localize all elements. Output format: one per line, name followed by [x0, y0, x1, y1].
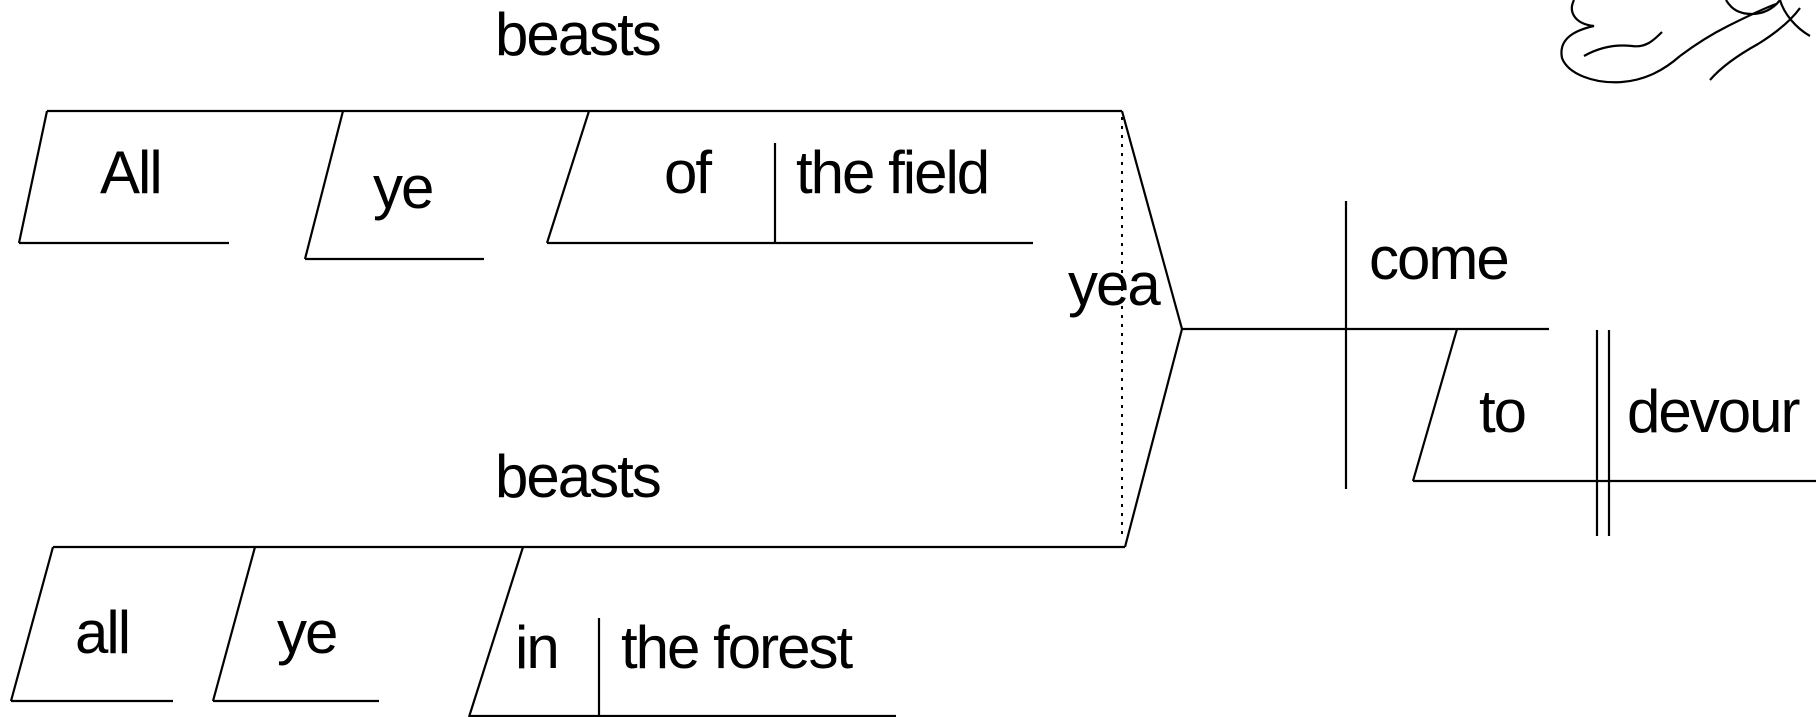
infinitive-marker: to [1479, 378, 1525, 445]
modifier-lower-1: all [9, 546, 173, 703]
subject-branch-lower: beasts all ye in the forest [9, 443, 1125, 717]
modifier-label-upper-2: ye [373, 154, 432, 221]
subject-branch-upper: beasts All ye of the field [17, 1, 1122, 261]
modifier-label-lower-1: all [75, 599, 129, 666]
infinitive-verb: devour [1627, 378, 1799, 445]
conjunction-connector: yea [1068, 110, 1184, 548]
decorative-illustration [1560, 0, 1811, 84]
modifier-upper-1: All [17, 110, 229, 245]
modifier-label-lower-2: ye [277, 599, 336, 666]
prep-phrase-lower: in the forest [467, 546, 896, 717]
predicate: come [1182, 201, 1549, 489]
modifier-upper-2: ye [303, 110, 484, 261]
prep-object-upper: the field [796, 139, 988, 206]
prep-phrase-upper: of the field [545, 110, 1033, 245]
verb-label: come [1369, 225, 1508, 292]
prep-object-lower: the forest [621, 614, 853, 681]
preposition-lower: in [515, 614, 558, 681]
subject-head-lower: beasts [495, 443, 660, 510]
modifier-lower-2: ye [211, 546, 379, 703]
preposition-upper: of [664, 139, 712, 206]
modifier-label-upper-1: All [100, 139, 161, 206]
infinitive-phrase: to devour [1411, 328, 1816, 536]
conjunction-label: yea [1068, 251, 1161, 318]
subject-head-upper: beasts [495, 1, 660, 68]
